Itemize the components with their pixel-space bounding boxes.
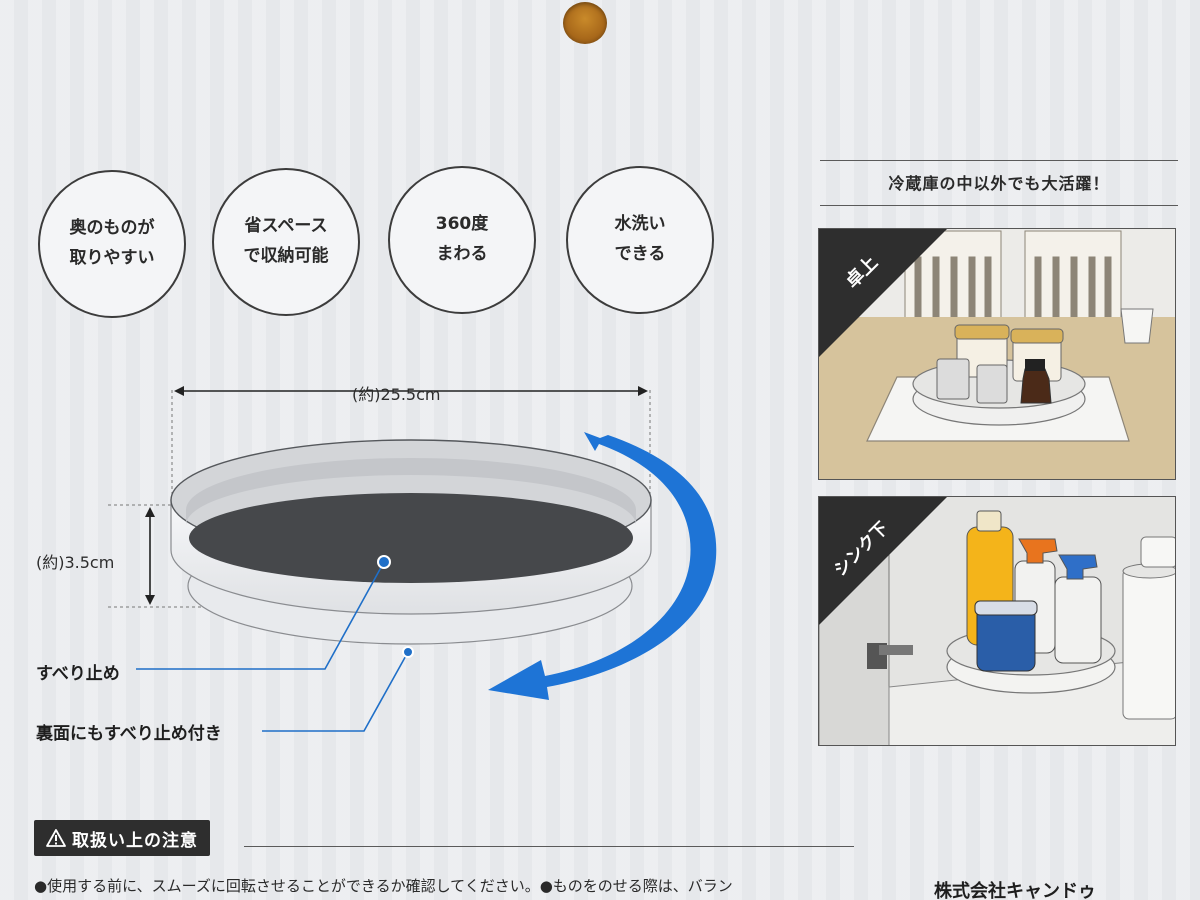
inner-wall-shade (186, 458, 636, 525)
caution-heading: 取扱い上の注意 (72, 830, 198, 851)
paper-towel-roll (1122, 568, 1175, 720)
blue-canister-lid (974, 600, 1038, 616)
non-slip-label: すべり止め (36, 664, 120, 684)
feature-label: 360度 まわる (435, 214, 489, 264)
company-name: 株式会社キャンドゥ (934, 881, 1096, 900)
jar-right-lid (1010, 328, 1064, 344)
label-tab (819, 229, 947, 357)
orange-bottle-cap (976, 510, 1002, 532)
shaker-mid (976, 364, 1008, 404)
non-slip-mat (189, 493, 633, 583)
callout-line-mat (136, 561, 385, 670)
rotation-arrow (488, 432, 717, 700)
cabinet-pipe (879, 645, 913, 655)
panel-under-sink: シンク下 (818, 496, 1176, 746)
caution-rule (244, 846, 854, 847)
glass-cup (1120, 308, 1154, 344)
spray-head-orange (1018, 538, 1058, 564)
warning-icon (46, 829, 66, 847)
turntable-diagram (108, 386, 717, 732)
panel-tabletop: 卓上 (818, 228, 1176, 480)
jar-left-lid (954, 324, 1010, 340)
spray-bottle-blue (1054, 576, 1102, 664)
caution-heading-tag: 取扱い上の注意 (34, 820, 210, 856)
side-title-rule-bottom (820, 205, 1178, 206)
feature-label: 省スペース で収納可能 (243, 216, 329, 266)
soy-cap (1025, 359, 1045, 371)
chair-right (1024, 230, 1122, 322)
feature-washable: 水洗い できる (566, 166, 714, 314)
width-label: (約)25.5cm (352, 385, 441, 404)
hang-hole (563, 2, 607, 44)
feature-360-rotation: 360度 まわる (388, 166, 536, 314)
spray-head-blue (1058, 554, 1098, 580)
callout-line-back (262, 651, 409, 732)
feature-space-saving: 省スペース で収納可能 (212, 168, 360, 316)
height-label: (約)3.5cm (36, 553, 115, 572)
feature-label: 水洗い できる (614, 214, 666, 264)
feature-easy-reach: 奥のものが 取りやすい (38, 170, 186, 318)
under-sink-illustration: シンク下 (819, 497, 1175, 745)
side-title-rule-top (820, 160, 1178, 161)
side-title: 冷蔵庫の中以外でも大活躍！ (888, 174, 1110, 193)
soy-bottle (1020, 368, 1052, 404)
caution-body: ●使用する前に、スムーズに回転させることができるか確認してください。●ものをのせ… (34, 877, 733, 895)
paper-towel-roll-back (1140, 536, 1175, 568)
back-non-slip-label: 裏面にもすべり止め付き (36, 724, 222, 744)
label-tab (819, 497, 947, 625)
callout-dot-back (402, 646, 414, 658)
shaker-left (936, 358, 970, 400)
feature-label: 奥のものが 取りやすい (69, 218, 155, 268)
tabletop-illustration: 卓上 (819, 229, 1175, 479)
callout-dot-mat (377, 555, 391, 569)
